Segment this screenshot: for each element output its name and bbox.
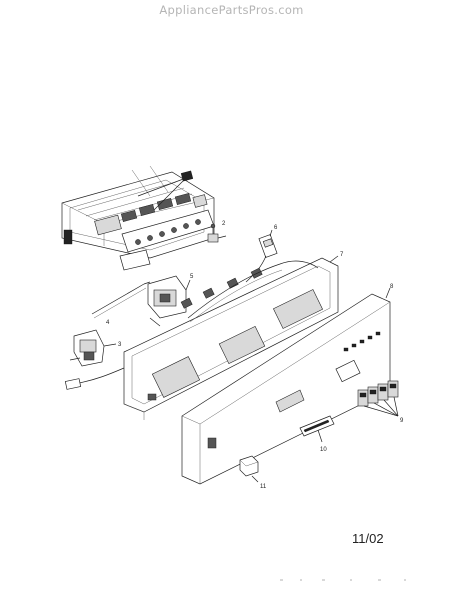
part-7-inner-panel: [64, 255, 339, 420]
part-10-handle-insert: [299, 415, 335, 443]
revision-date: 11/02: [352, 531, 384, 546]
part-6-connector-plug: [245, 229, 278, 283]
part-11-cap: [239, 455, 259, 483]
callout-6: 6: [274, 225, 278, 231]
callout-7: 7: [340, 252, 344, 258]
part-1-control-housing: [61, 165, 215, 271]
callout-3: 3: [118, 342, 122, 348]
part-4-harness-lead: [91, 281, 151, 319]
part-9-push-buttons: [357, 380, 399, 417]
callout-8: 8: [390, 284, 394, 290]
callout-2: 2: [222, 221, 226, 227]
callout-5: 5: [190, 274, 194, 280]
part-5-control-block: [147, 275, 191, 327]
callout-4: 4: [106, 320, 110, 326]
callout-10: 10: [320, 447, 327, 453]
part-3-latch-block: [69, 329, 117, 367]
callout-1: 1: [188, 174, 192, 180]
callout-11: 11: [260, 484, 267, 490]
part-2-selector-switch: [207, 223, 227, 243]
callout-9: 9: [400, 418, 404, 424]
site-watermark: AppliancePartsPros.com: [159, 3, 304, 17]
